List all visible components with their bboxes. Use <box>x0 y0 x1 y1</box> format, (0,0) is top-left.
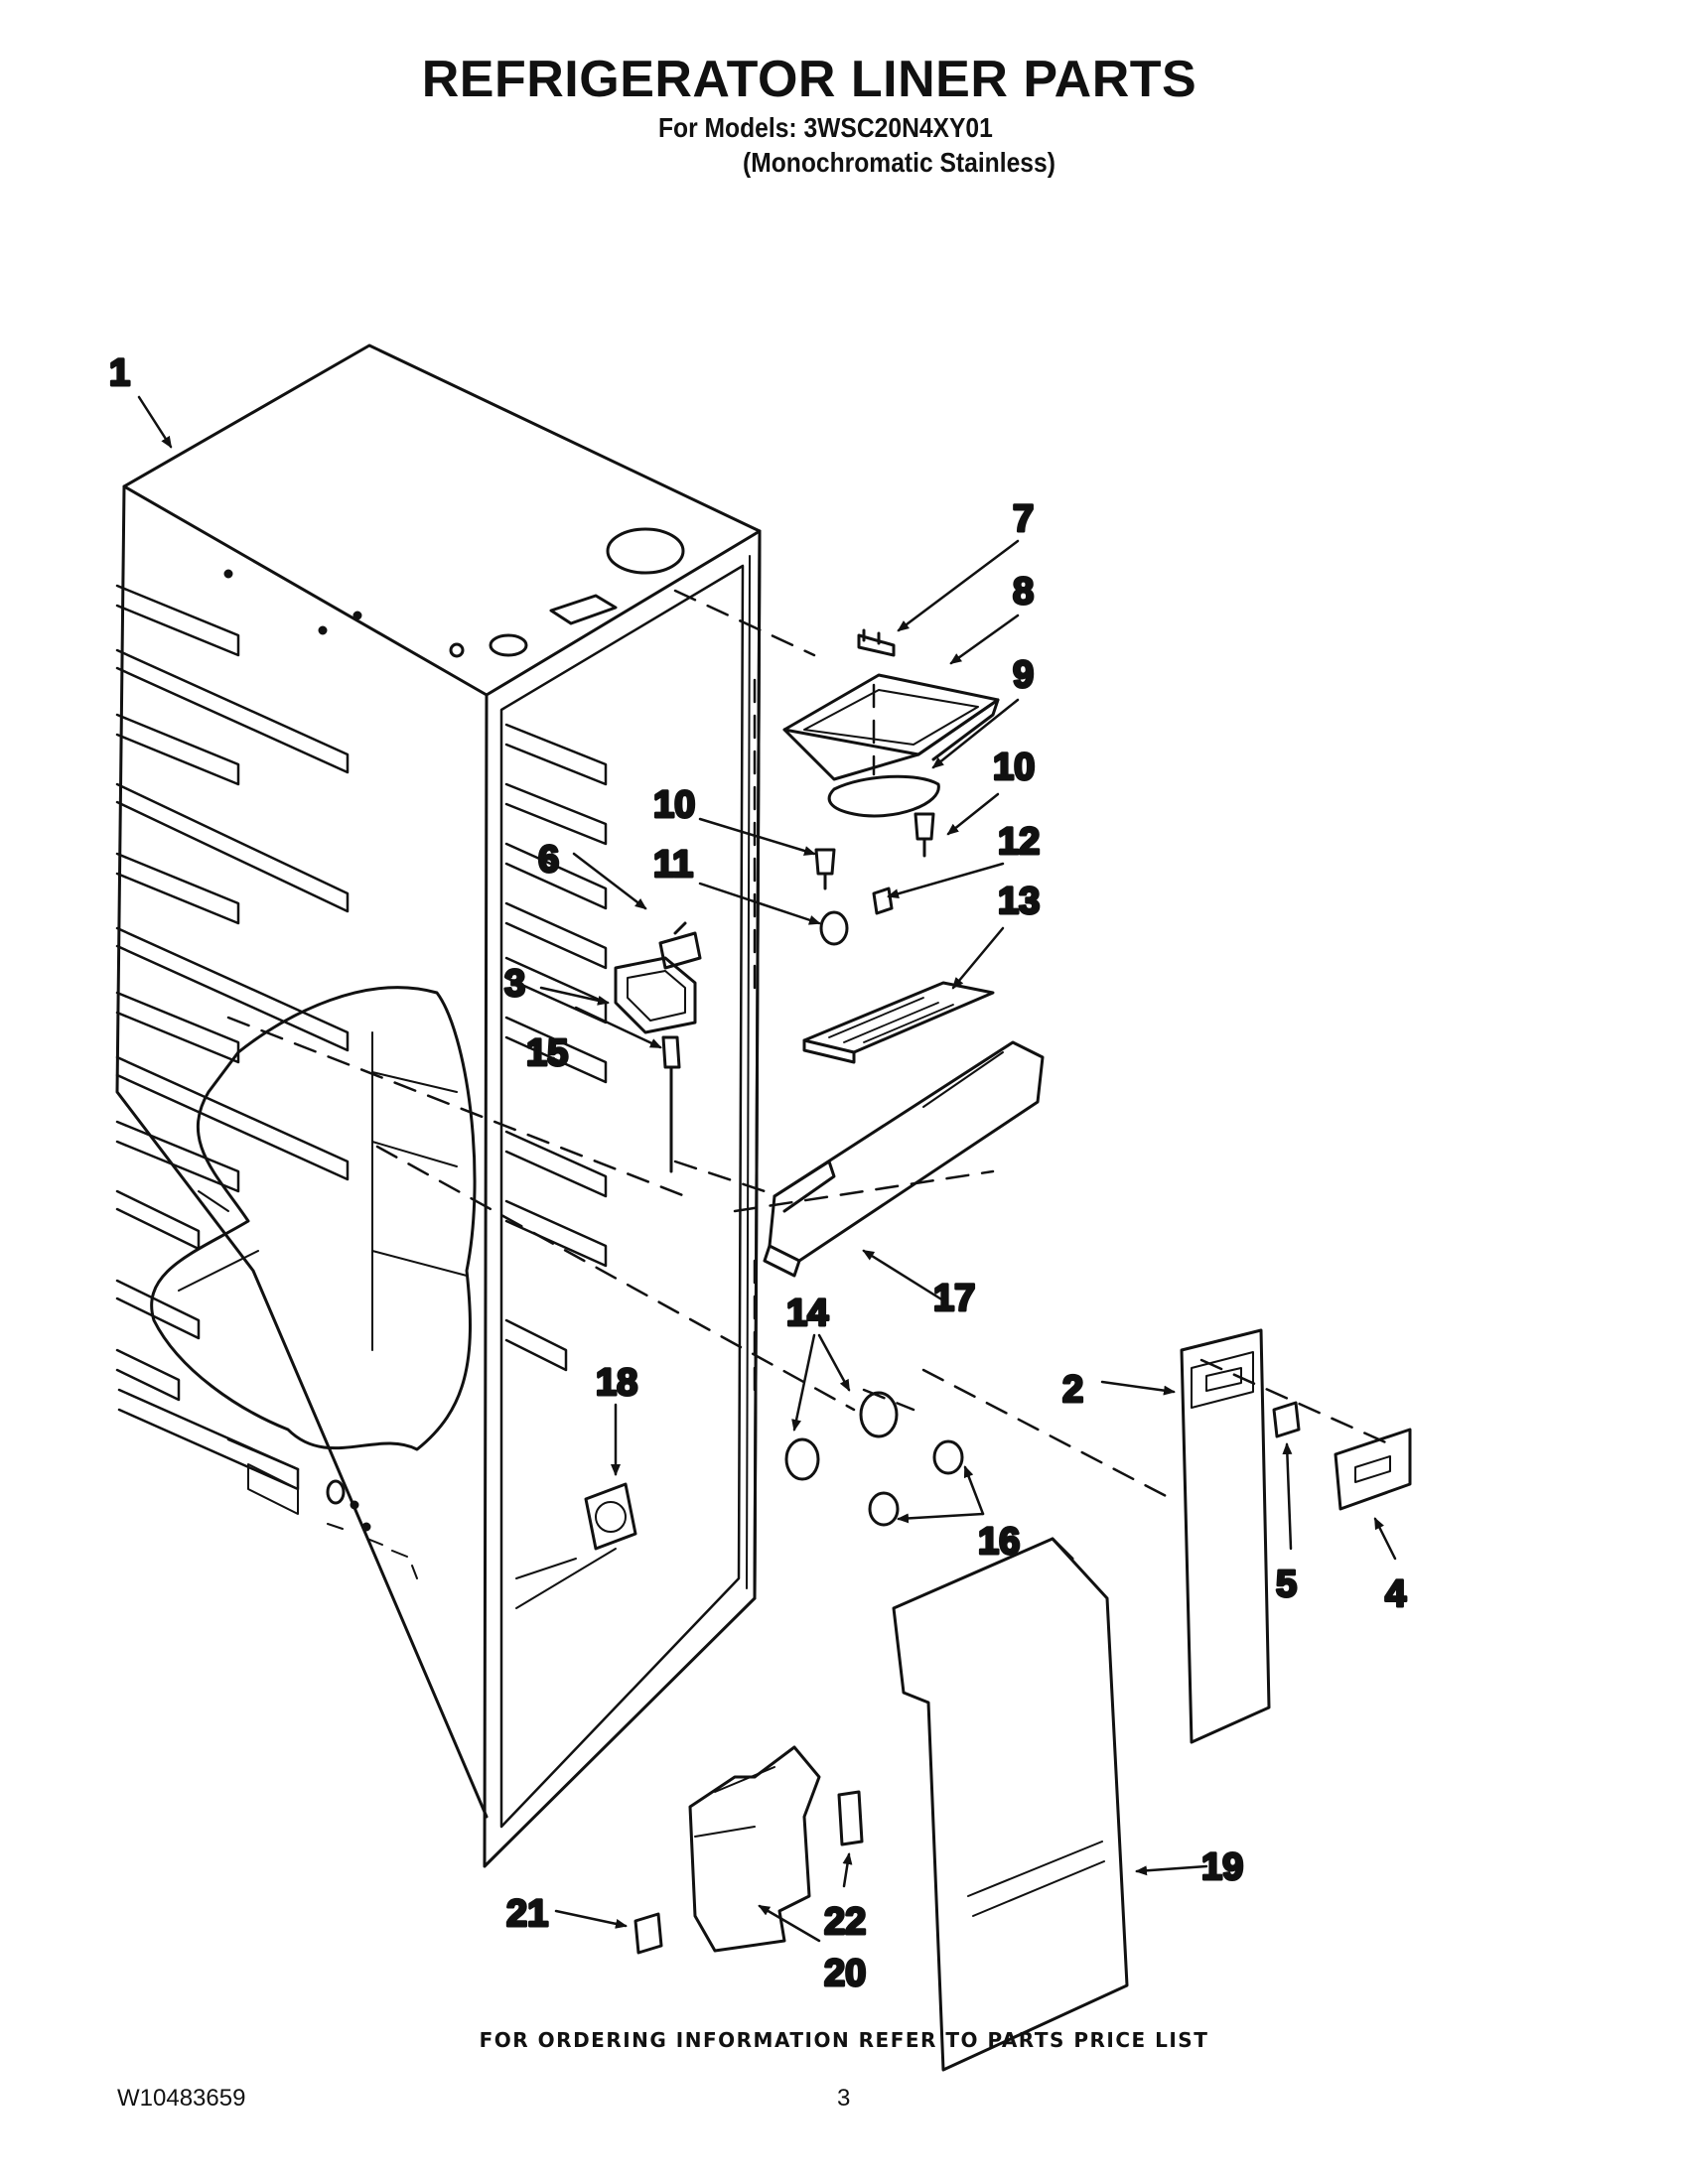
callout-8: 8 <box>1013 571 1034 613</box>
callout-2: 2 <box>1062 1369 1083 1411</box>
ordering-note: FOR ORDERING INFORMATION REFER TO PARTS … <box>479 2028 1209 2052</box>
callout-16: 16 <box>978 1521 1020 1563</box>
callout-17: 17 <box>933 1278 975 1319</box>
rear-cover-part-19 <box>892 1537 1129 2072</box>
variant-line: (Monochromatic Stainless) <box>743 147 1055 178</box>
fan-part-18 <box>584 1482 637 1551</box>
callout-19: 19 <box>1201 1846 1243 1888</box>
clip-part-7 <box>857 628 896 657</box>
socket-part-9 <box>827 774 940 818</box>
air-duct-part-17 <box>763 1040 1045 1278</box>
control-panel-part-2 <box>1180 1328 1271 1744</box>
switch-part-6 <box>658 921 702 970</box>
bracket-part-21 <box>633 1912 663 1955</box>
callout-11: 11 <box>653 844 693 886</box>
callout-6: 6 <box>538 839 559 881</box>
callout-10a: 10 <box>653 784 695 826</box>
callout-18: 18 <box>596 1362 637 1404</box>
callout-1: 1 <box>109 352 130 394</box>
assembly-lines <box>226 589 1392 1501</box>
connector-part-5 <box>1272 1401 1301 1438</box>
bulb-part-11 <box>819 910 849 946</box>
overlay-part-4 <box>1334 1428 1412 1511</box>
inlet-part-14b <box>784 1437 820 1481</box>
document-number: W10483659 <box>117 2085 246 2112</box>
sensor-part-15 <box>661 1035 681 1173</box>
pin-part-16a <box>932 1439 964 1475</box>
callout-5: 5 <box>1276 1564 1297 1605</box>
liner-cabinet-part <box>115 343 762 1868</box>
screw-part-10 <box>814 848 836 890</box>
callout-7: 7 <box>1013 498 1034 540</box>
light-shield-part-13 <box>802 981 995 1064</box>
light-housing-part-8 <box>782 673 1000 781</box>
fan-shroud-part-20 <box>688 1745 821 1953</box>
inlet-part-14a <box>859 1391 899 1438</box>
callout-3: 3 <box>504 963 525 1005</box>
control-housing-part-3 <box>614 956 697 1034</box>
callout-4: 4 <box>1385 1573 1406 1615</box>
clip-part-12 <box>872 887 894 915</box>
callout-10b: 10 <box>993 747 1035 788</box>
callout-14: 14 <box>786 1293 828 1334</box>
leader-arrows <box>137 395 1397 1943</box>
callout-21: 21 <box>506 1893 548 1935</box>
models-line: For Models: 3WSC20N4XY01 <box>658 112 993 143</box>
callout-12: 12 <box>998 821 1040 863</box>
callout-9: 9 <box>1013 654 1034 696</box>
callout-22: 22 <box>824 1901 866 1943</box>
callout-13: 13 <box>998 881 1040 922</box>
screw-part-10b <box>914 812 935 858</box>
callout-20: 20 <box>824 1953 866 1994</box>
pin-part-16b <box>868 1491 900 1527</box>
page-title: REFRIGERATOR LINER PARTS <box>421 51 1197 108</box>
connector-part-22 <box>837 1790 864 1846</box>
page-number: 3 <box>837 2085 851 2112</box>
callout-labels: 1 2 3 4 5 6 7 8 9 10 10 11 12 13 14 15 1… <box>108 351 1408 1996</box>
callout-15: 15 <box>526 1032 568 1074</box>
